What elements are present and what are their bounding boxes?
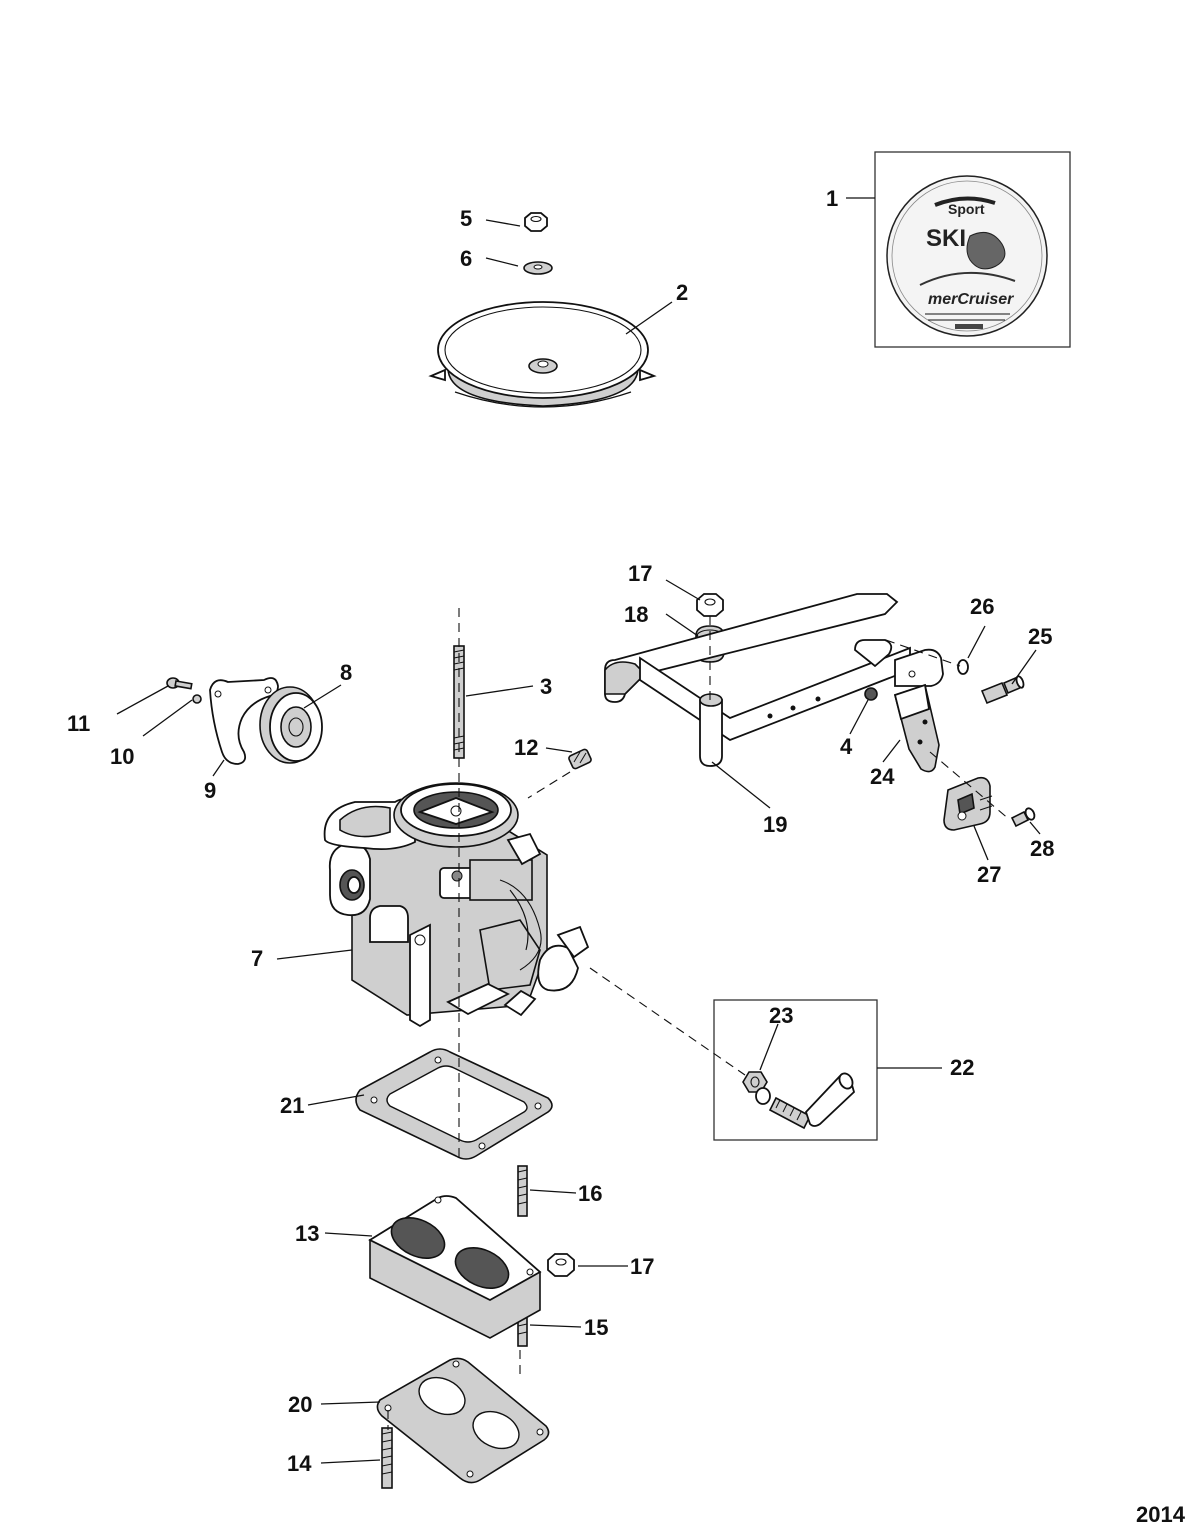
screw-28-shape (1010, 807, 1036, 828)
screw-25-shape (980, 675, 1025, 705)
callout-1: 1 (826, 186, 838, 211)
decal-line-1: Sport (948, 201, 985, 217)
callout-13: 13 (295, 1221, 319, 1246)
nut-5-shape (524, 212, 548, 232)
center-line-bracket (929, 751, 1011, 821)
carburetor-shape (323, 782, 590, 1028)
callout-27: 27 (977, 862, 1001, 887)
fitting-22-shape (755, 1072, 856, 1130)
callout-24: 24 (870, 764, 895, 789)
center-line-fitting-22 (589, 967, 746, 1076)
spacer-13-shape (368, 1195, 542, 1339)
decal-line-3: merCruiser (928, 291, 1014, 308)
callout-15: 15 (584, 1315, 608, 1340)
nut-4-shape (864, 687, 878, 701)
plug-8-shape (259, 686, 323, 764)
washer-6-shape (523, 261, 553, 275)
callout-19: 19 (763, 812, 787, 837)
nut-17-lower-shape (547, 1253, 575, 1277)
center-line-lever (885, 639, 961, 667)
callout-17-upper: 17 (628, 561, 652, 586)
figure-number: 2014 (1136, 1502, 1186, 1527)
callout-16: 16 (578, 1181, 602, 1206)
flame-arrestor-shape (428, 301, 657, 408)
callout-23: 23 (769, 1003, 793, 1028)
screw-11-shape (166, 677, 193, 690)
fitting-kit-box (713, 999, 878, 1141)
nut-23-shape (742, 1071, 768, 1093)
callout-8: 8 (340, 660, 352, 685)
gasket-21-shape (355, 1048, 553, 1160)
callout-18: 18 (624, 602, 648, 627)
stud-14-shape (381, 1427, 393, 1489)
decal-part: Sport SKI merCruiser (874, 151, 1071, 348)
center-line-fitting-12 (527, 771, 571, 799)
callout-21: 21 (280, 1093, 304, 1118)
callout-17-lower: 17 (630, 1254, 654, 1279)
callout-6: 6 (460, 246, 472, 271)
leader-lines (116, 197, 1041, 1464)
stud-16-shape (517, 1165, 528, 1217)
callout-10: 10 (110, 744, 134, 769)
washer-26-shape (957, 659, 969, 675)
switch-27-shape (943, 776, 993, 831)
callout-26: 26 (970, 594, 994, 619)
callout-9: 9 (204, 778, 216, 803)
callout-7: 7 (251, 946, 263, 971)
callout-25: 25 (1028, 624, 1052, 649)
callout-22: 22 (950, 1055, 974, 1080)
decal-line-2: SKI (926, 225, 966, 252)
bracket-24-shape (893, 683, 940, 773)
callout-28: 28 (1030, 836, 1054, 861)
bracket-9-shape (209, 677, 279, 765)
callout-2: 2 (676, 280, 688, 305)
callout-11: 11 (67, 711, 90, 736)
callout-14: 14 (287, 1451, 312, 1476)
callout-20: 20 (288, 1392, 312, 1417)
callout-5: 5 (460, 206, 472, 231)
washer-10-shape (192, 694, 202, 704)
nut-17-upper-shape (696, 593, 724, 617)
callout-4: 4 (840, 734, 853, 759)
fitting-12-shape (568, 748, 592, 770)
callout-12: 12 (514, 735, 538, 760)
callout-3: 3 (540, 674, 552, 699)
gasket-20-shape (376, 1357, 550, 1484)
bracket-19-shape (604, 593, 944, 767)
